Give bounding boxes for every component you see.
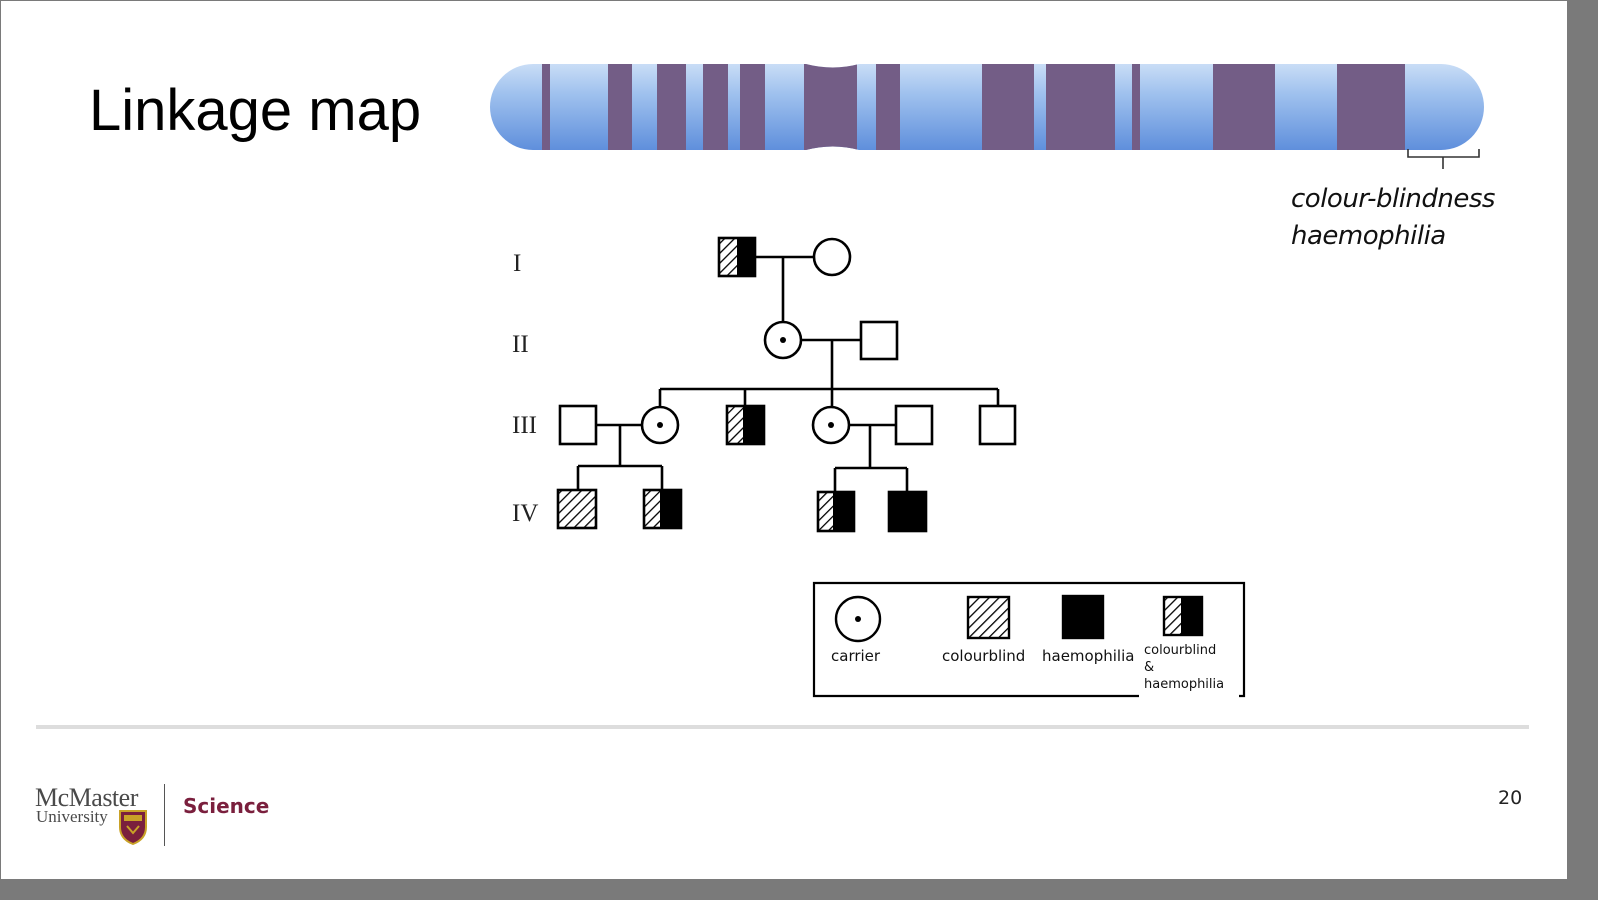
chromosome-band-centromere (804, 64, 857, 150)
logo-divider (164, 784, 165, 846)
locus-label-colour-blindness: colour-blindness (1291, 184, 1495, 214)
individual-III-2-carrier (640, 405, 680, 445)
individual-III-5-unaffected (894, 404, 934, 446)
individual-IV-1-colourblind (556, 488, 598, 530)
individual-I-1-colourblind-haemophilia (717, 236, 757, 278)
chromosome-band (657, 64, 686, 150)
legend-both-label-line3: haemophilia (1144, 677, 1224, 692)
chromosome-band (1046, 64, 1115, 150)
individual-I-2-unaffected (812, 237, 852, 277)
individual-II-1-carrier (763, 320, 803, 360)
page-number: 20 (1498, 787, 1523, 809)
legend-colourblind-label: colourblind (942, 647, 1025, 665)
generation-label: IV (512, 500, 538, 527)
chromosome-band (703, 64, 728, 150)
slide-title: Linkage map (89, 78, 422, 143)
legend-both-label-line2: & (1144, 660, 1154, 675)
pedigree-lines (576, 255, 1000, 492)
individual-III-4-carrier (811, 405, 851, 445)
chromosome-band (1132, 64, 1140, 150)
legend-carrier-label: carrier (831, 647, 881, 665)
chromosome-band (542, 64, 550, 150)
individual-III-1-unaffected (558, 404, 598, 446)
individual-III-3-colourblind-haemophilia (725, 404, 766, 446)
legend-border (812, 581, 1246, 698)
individual-III-6-unaffected (978, 404, 1017, 446)
slide: Linkage map (1, 1, 1567, 879)
crest-icon (119, 810, 147, 845)
individual-IV-4-haemophilia (887, 490, 928, 533)
generation-label: I (513, 250, 521, 277)
legend-both-label-line1: colourblind (1144, 643, 1216, 658)
locus-bracket (1407, 149, 1480, 169)
institution-name: McMaster (35, 783, 138, 812)
legend-carrier-symbol (834, 595, 882, 643)
footer-divider (36, 725, 1529, 729)
legend-haemophilia-symbol (1061, 594, 1105, 640)
chromosome-band (1337, 64, 1405, 150)
legend: carrier colourblind haemophilia colourbl… (812, 581, 1246, 698)
legend-both-symbol (1162, 595, 1204, 637)
individual-II-2-unaffected (859, 320, 899, 361)
legend-haemophilia-label: haemophilia (1042, 647, 1134, 665)
linkage-diagram: I II III IV (490, 64, 1484, 698)
individual-IV-2-colourblind-haemophilia (642, 488, 683, 530)
chromosome-band (1213, 64, 1275, 150)
generation-label: II (512, 331, 529, 358)
chromosome-band (982, 64, 1034, 150)
institution-subname: University (36, 807, 108, 826)
chromosome-band (740, 64, 765, 150)
locus-labels: colour-blindness haemophilia (1291, 181, 1495, 255)
faculty-name: Science (183, 794, 270, 818)
generation-label: III (512, 412, 537, 439)
locus-label-haemophilia: haemophilia (1291, 221, 1446, 251)
individual-IV-3-colourblind-haemophilia (816, 490, 856, 533)
legend-colourblind-symbol (966, 595, 1011, 640)
chromosome-band (608, 64, 632, 150)
chromosome (490, 64, 1484, 169)
chromosome-band (876, 64, 900, 150)
